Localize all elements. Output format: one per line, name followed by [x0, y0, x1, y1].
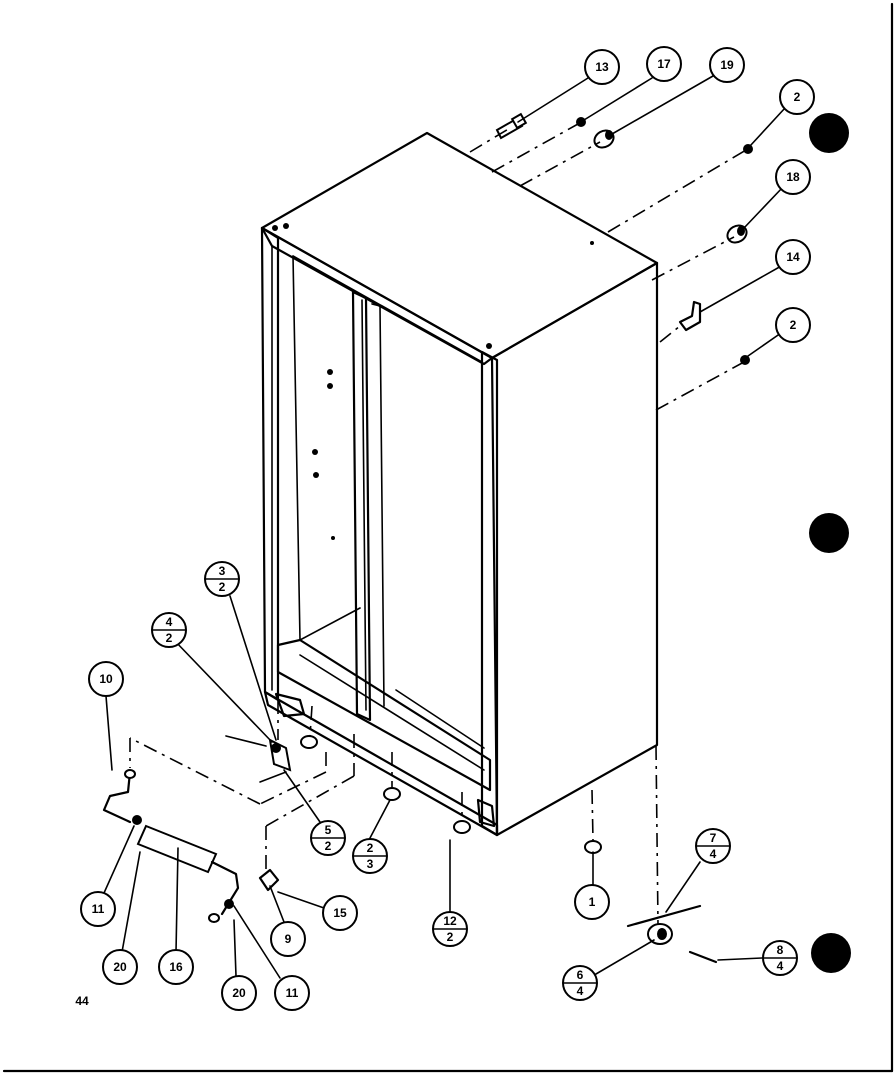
- svg-text:9: 9: [285, 932, 292, 946]
- svg-text:19: 19: [720, 58, 734, 72]
- callout-1: 1: [574, 884, 610, 920]
- callout-19: 19: [709, 47, 745, 83]
- binder-hole-middle: [809, 513, 849, 553]
- svg-text:4: 4: [710, 847, 717, 861]
- svg-text:4: 4: [777, 959, 784, 973]
- part-8-4-screw: [688, 950, 718, 964]
- callout-4-2: 4 2: [151, 612, 187, 648]
- cabinet-shell: [260, 131, 659, 837]
- part-6-4-roller: [647, 923, 673, 945]
- callout-13: 13: [584, 49, 620, 85]
- svg-text:7: 7: [710, 831, 717, 845]
- svg-text:2: 2: [790, 318, 797, 332]
- svg-text:2: 2: [367, 841, 374, 855]
- part-13-valve: [495, 112, 528, 140]
- svg-text:4: 4: [166, 615, 173, 629]
- part-19-bushing: [593, 129, 615, 149]
- part-9-clip: [258, 868, 280, 892]
- callout-15: 15: [322, 895, 358, 931]
- callout-2-3: 2 3: [352, 838, 388, 874]
- callout-14: 14: [775, 239, 811, 275]
- callout-20-left: 20: [102, 949, 138, 985]
- part-7-4-axle: [626, 904, 702, 928]
- callout-12-2: 12 2: [432, 911, 468, 947]
- svg-text:3: 3: [219, 564, 226, 578]
- svg-text:14: 14: [786, 250, 800, 264]
- leader-lines: [103, 75, 786, 979]
- callout-5-2: 5 2: [310, 820, 346, 856]
- part-hinge-assembly: [225, 735, 292, 783]
- svg-text:4: 4: [577, 984, 584, 998]
- callout-9: 9: [270, 921, 306, 957]
- parts: [102, 112, 753, 964]
- part-16-drain-tube: [102, 769, 240, 923]
- svg-text:20: 20: [232, 986, 246, 1000]
- callout-16: 16: [158, 949, 194, 985]
- svg-text:15: 15: [333, 906, 347, 920]
- svg-text:12: 12: [443, 914, 457, 928]
- svg-text:2: 2: [219, 580, 226, 594]
- callout-10: 10: [88, 661, 124, 697]
- binder-hole-bottom: [811, 933, 851, 973]
- callout-7-4: 7 4: [695, 828, 731, 864]
- svg-text:16: 16: [169, 960, 183, 974]
- svg-text:11: 11: [92, 902, 105, 916]
- part-14-bracket: [678, 300, 702, 332]
- callout-2-side: 2: [775, 307, 811, 343]
- callout-8-4: 8 4: [762, 940, 798, 976]
- svg-text:3: 3: [367, 857, 374, 871]
- binder-hole-top: [809, 113, 849, 153]
- callout-2-top: 2: [779, 79, 815, 115]
- svg-text:17: 17: [657, 57, 671, 71]
- svg-text:18: 18: [786, 170, 800, 184]
- svg-text:8: 8: [777, 943, 784, 957]
- svg-text:5: 5: [325, 823, 332, 837]
- callout-20-right: 20: [221, 975, 257, 1011]
- callout-6-4: 6 4: [562, 965, 598, 1001]
- svg-text:20: 20: [113, 960, 127, 974]
- svg-text:2: 2: [447, 930, 454, 944]
- callout-17: 17: [646, 46, 682, 82]
- svg-text:10: 10: [99, 672, 113, 686]
- callout-3-2: 3 2: [204, 561, 240, 597]
- svg-text:1: 1: [589, 895, 596, 909]
- callout-11-right: 11: [274, 975, 310, 1011]
- svg-text:2: 2: [166, 631, 173, 645]
- callout-11-left: 11: [80, 891, 116, 927]
- part-2-3-foot: [383, 787, 401, 801]
- svg-text:2: 2: [325, 839, 332, 853]
- svg-text:2: 2: [794, 90, 801, 104]
- svg-text:13: 13: [595, 60, 609, 74]
- part-12-2-foot: [453, 820, 471, 834]
- svg-text:11: 11: [286, 986, 299, 1000]
- part-foot-left: [300, 735, 318, 749]
- svg-text:6: 6: [577, 968, 584, 982]
- part-17-plug: [576, 117, 586, 127]
- callout-18: 18: [775, 159, 811, 195]
- page-number: 44: [75, 994, 89, 1008]
